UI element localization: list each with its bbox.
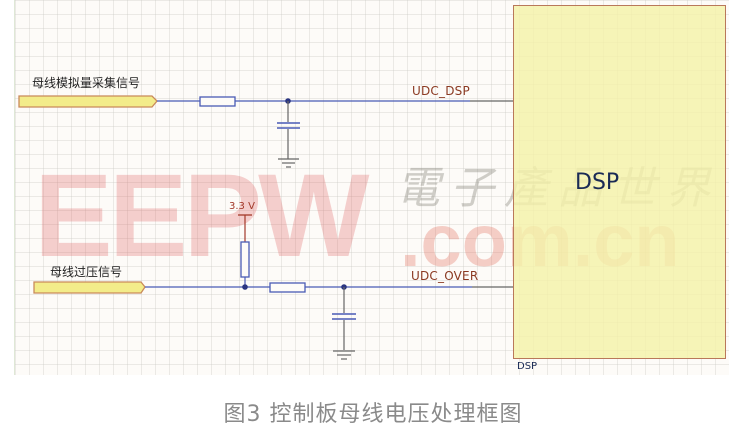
dsp-designator: DSP xyxy=(517,361,538,372)
port-bus-overvoltage-shape[interactable] xyxy=(33,281,146,294)
resistor-r2-pullup[interactable] xyxy=(240,241,250,287)
net-label-udc-dsp: UDC_DSP xyxy=(412,84,470,98)
capacitor-c2[interactable] xyxy=(332,287,356,350)
capacitor-c1[interactable] xyxy=(277,101,300,159)
net-label-udc-over: UDC_OVER xyxy=(411,269,479,283)
power-3v3-icon xyxy=(238,214,252,242)
resistor-r3[interactable] xyxy=(269,282,306,293)
port-label-bus-overvoltage: 母线过压信号 xyxy=(50,265,123,279)
figure-caption: 图3 控制板母线电压处理框图 xyxy=(223,402,523,427)
dsp-block[interactable] xyxy=(513,5,726,359)
power-label-3v3: 3.3 V xyxy=(229,201,255,212)
dsp-block-title: DSP xyxy=(575,170,620,195)
junction-dot xyxy=(242,284,248,290)
watermark-eepw: EEPW xyxy=(34,150,369,282)
ground-icon xyxy=(333,350,355,360)
resistor-r1[interactable] xyxy=(199,96,236,107)
port-bus-analog-shape[interactable] xyxy=(18,95,158,108)
port-label-bus-analog: 母线模拟量采集信号 xyxy=(32,76,141,90)
ground-icon xyxy=(278,158,299,168)
